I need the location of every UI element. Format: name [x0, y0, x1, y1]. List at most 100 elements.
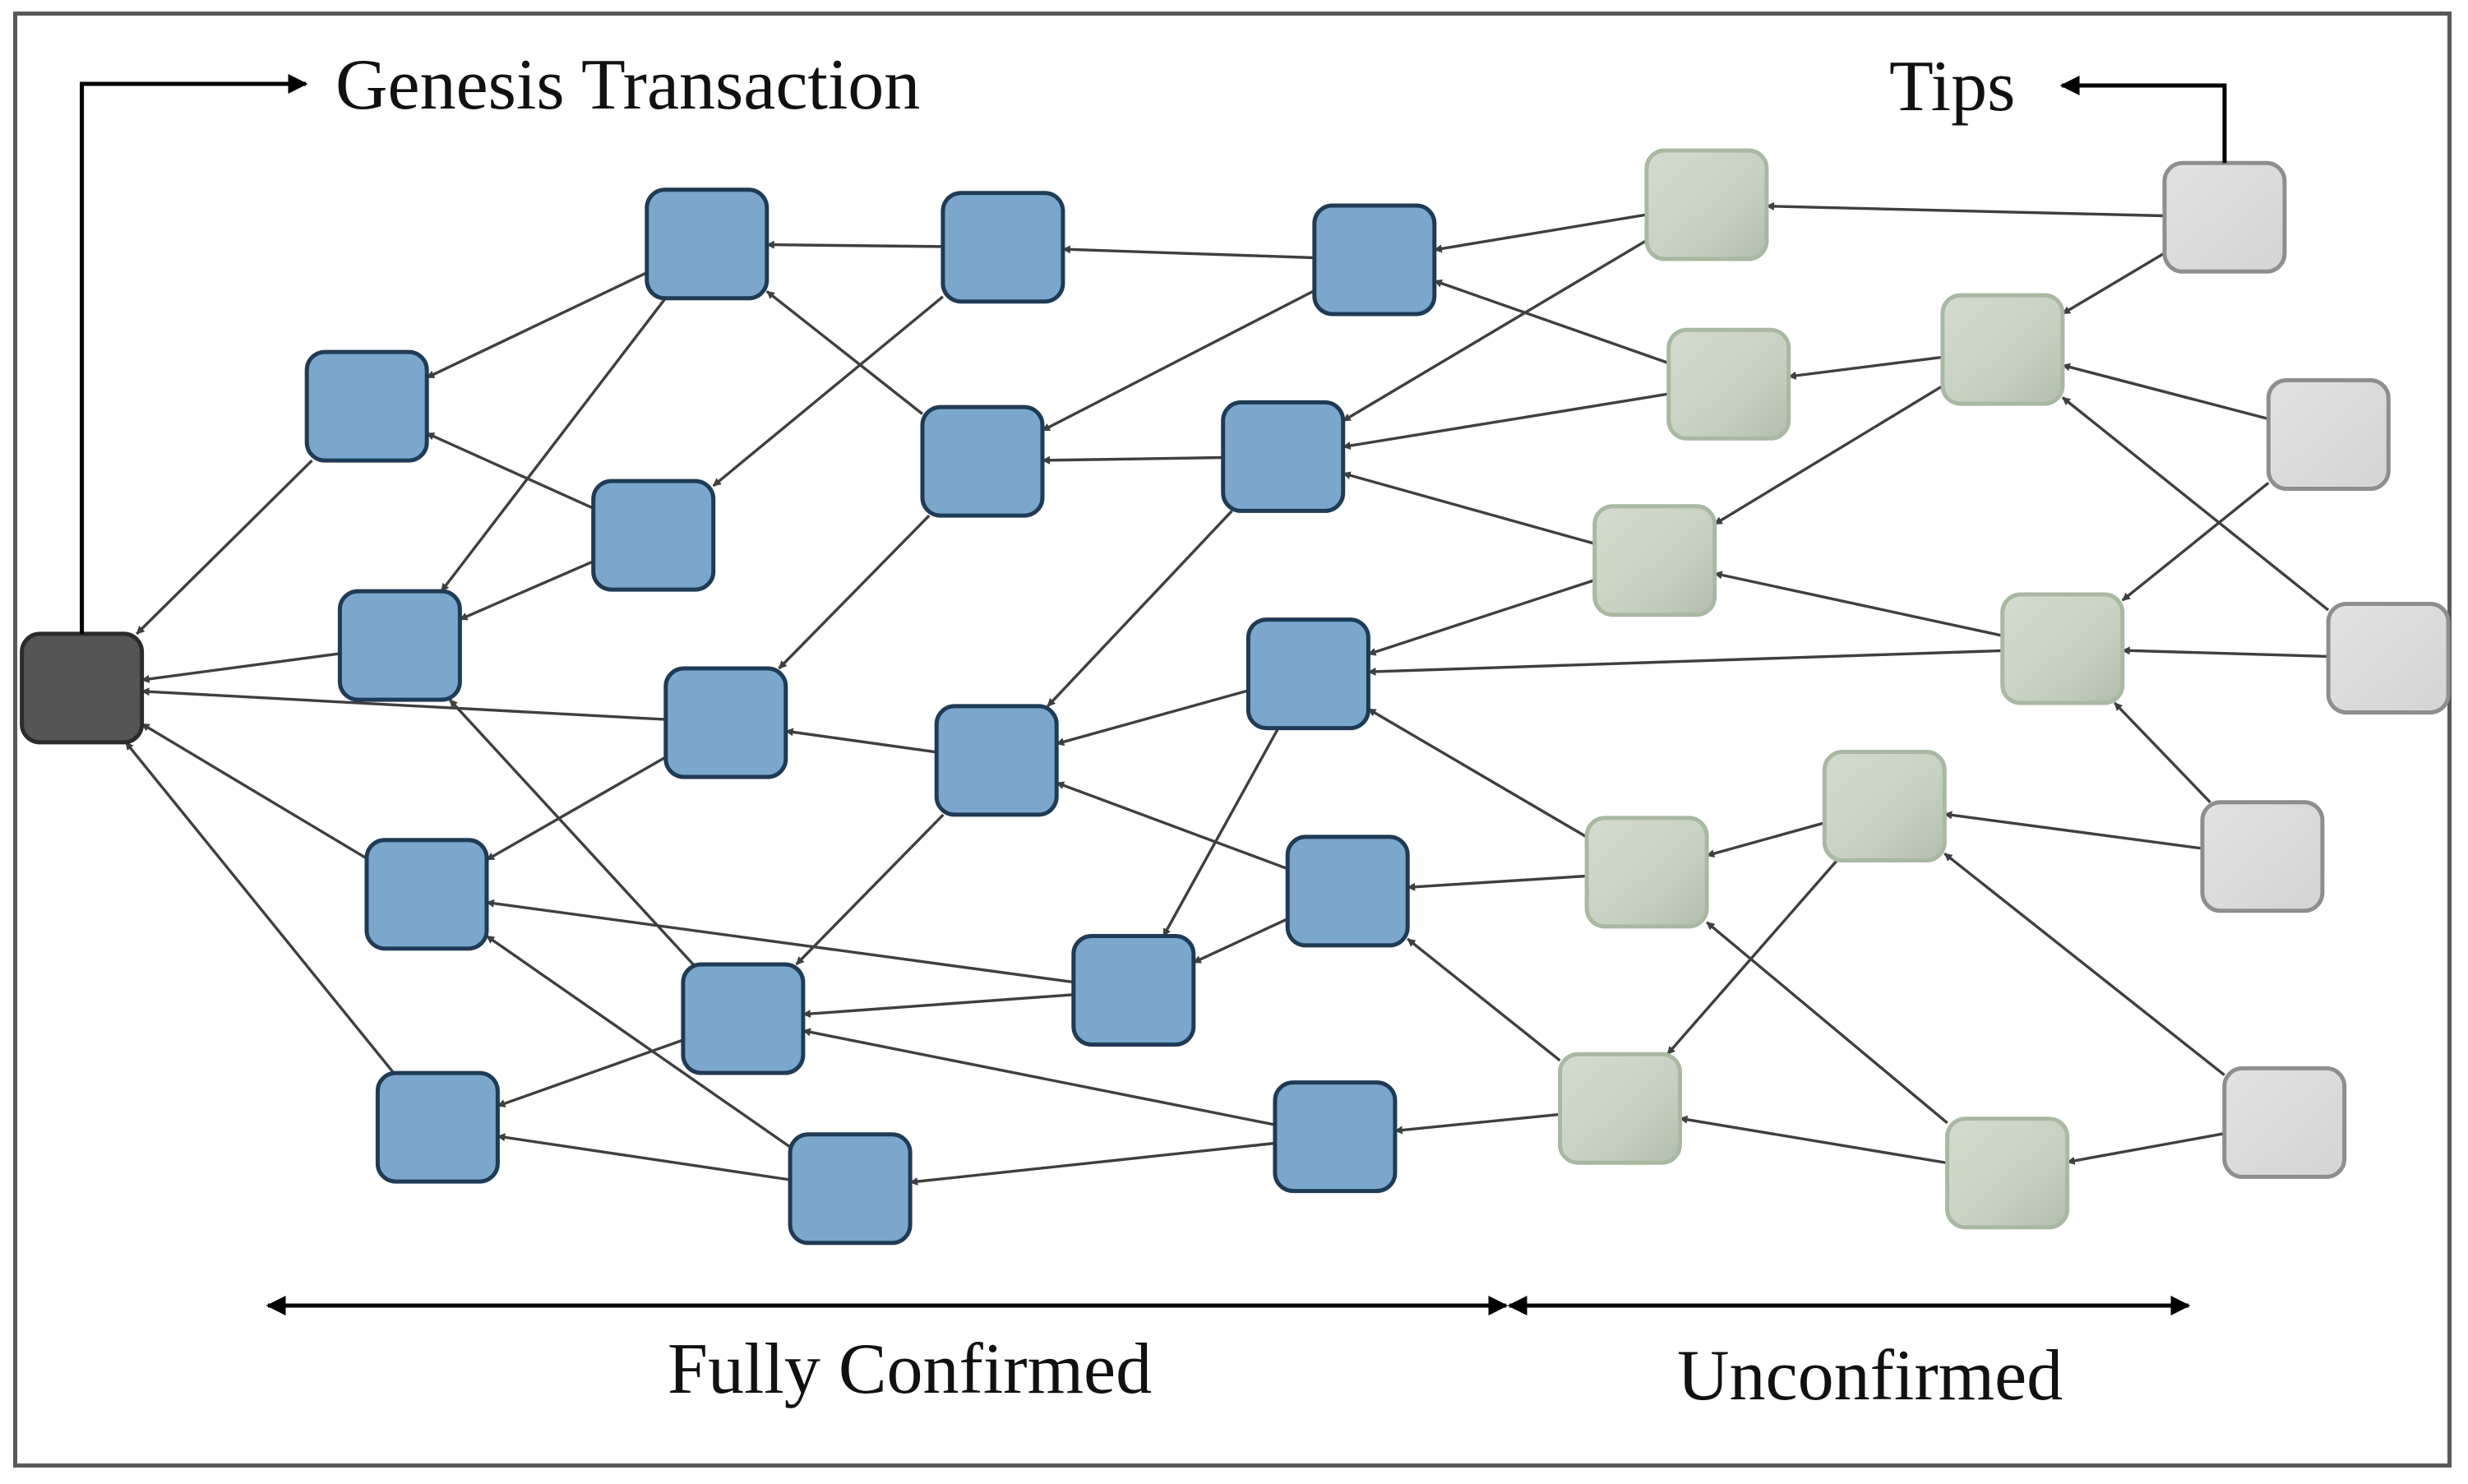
approval-edge-B4-to-g0: [124, 741, 395, 1075]
approval-edge-B16-to-B13: [1162, 727, 1280, 937]
unconfirmed-node: [1666, 327, 1791, 441]
approval-edge-B12-to-B7: [784, 728, 937, 754]
confirmed-node: [920, 405, 1045, 518]
approval-edge-B8-to-B4: [497, 1038, 684, 1107]
approval-edge-B3-to-g0: [141, 723, 367, 860]
approval-edge-B18-to-B8: [802, 1028, 1276, 1126]
approval-edge-B2-to-g0: [141, 652, 340, 683]
unconfirmed-node: [1558, 1052, 1682, 1165]
approval-edge-B17-to-B13: [1192, 918, 1288, 964]
approval-edge-B10-to-B6: [765, 290, 924, 415]
confirmed-node: [788, 1132, 913, 1246]
approval-edge-B18-to-B9: [909, 1141, 1276, 1186]
tip-node: [2162, 160, 2287, 274]
approval-edge-G4-to-B14: [1342, 471, 1596, 545]
confirmed-node: [663, 666, 788, 779]
approval-edge-B10-to-B7: [778, 514, 931, 670]
confirmed-node: [1221, 400, 1346, 513]
approval-edge-T4-to-G6: [1943, 811, 2203, 850]
confirmed-node: [375, 1070, 500, 1184]
approval-edge-T5-to-G9: [2066, 1132, 2225, 1165]
approval-edge-B8-to-B2: [448, 698, 695, 966]
unconfirmed-node: [1644, 148, 1769, 261]
approval-edge-B7-to-g0: [141, 687, 666, 721]
approval-edge-G1-to-B15: [1433, 213, 1648, 253]
unconfirmed-label: Unconfirmed: [1677, 1336, 2064, 1416]
approval-edge-G9-to-G8: [1679, 1115, 1948, 1165]
tip-node: [2200, 800, 2325, 913]
confirmed-node: [941, 191, 1065, 304]
annotation-layer: [80, 74, 2227, 1315]
tip-node: [2222, 1066, 2347, 1179]
tip-node: [2326, 602, 2451, 714]
fully-confirmed-label: Fully Confirmed: [668, 1329, 1153, 1409]
confirmed-node: [1312, 203, 1437, 317]
unconfirmed-node: [1584, 816, 1709, 929]
approval-edge-G4-to-B16: [1367, 578, 1596, 656]
approval-edge-G5-to-B16: [1367, 649, 2003, 676]
edge-layer: [124, 201, 2330, 1186]
approval-edge-G8-to-B18: [1393, 1112, 1560, 1135]
approval-edge-B11-to-B6: [765, 240, 943, 249]
approval-edge-B14-to-B10: [1042, 455, 1223, 465]
approval-edge-B6-to-B1: [426, 271, 648, 379]
approval-edge-G7-to-B16: [1367, 707, 1588, 839]
confirmed-node: [591, 478, 716, 592]
tips-pointer-arrow: [2059, 76, 2227, 164]
confirmed-node: [934, 704, 1059, 817]
approval-edge-T1-to-G1: [1765, 201, 2165, 218]
approval-edge-G6-to-G7: [1706, 821, 1825, 858]
approval-edge-T1-to-G3: [2062, 252, 2165, 316]
confirmed-node: [304, 349, 429, 463]
genesis-node: [20, 631, 145, 745]
approval-edge-T3-to-G3: [2061, 396, 2330, 612]
approval-edge-B16-to-B12: [1056, 689, 1249, 747]
genesis-transaction-label: Genesis Transaction: [335, 45, 921, 125]
confirmed-node: [681, 962, 806, 1075]
unconfirmed-node: [1592, 504, 1717, 617]
genesis-pointer-arrow: [80, 74, 308, 634]
confirmed-node: [1071, 934, 1196, 1047]
approval-edge-B7-to-B3: [486, 756, 667, 862]
approval-edge-G5-to-G4: [1713, 571, 2004, 637]
unconfirmed-node: [1822, 750, 1947, 862]
unconfirmed-node: [2000, 592, 2125, 705]
approval-edge-B11-to-B5: [712, 295, 944, 488]
approval-edge-B15-to-B10: [1042, 289, 1315, 432]
confirmed-node: [1246, 617, 1370, 731]
approval-edge-G8-to-B17: [1407, 937, 1561, 1062]
confirmed-node: [337, 589, 462, 702]
approval-edge-B9-to-B4: [497, 1133, 791, 1181]
approval-edge-B14-to-B12: [1047, 510, 1233, 708]
approval-edge-G3-to-G4: [1713, 384, 1943, 525]
tips-label: Tips: [1889, 47, 2016, 127]
confirmed-node: [645, 187, 770, 301]
approval-edge-B12-to-B8: [795, 813, 945, 966]
approval-edge-B13-to-B3: [486, 899, 1075, 984]
unconfirmed-node: [1940, 293, 2065, 406]
approval-edge-B17-to-B12: [1056, 781, 1288, 871]
approval-edge-T2-to-G5: [2121, 481, 2270, 602]
approval-edge-B6-to-B2: [440, 297, 667, 593]
node-layer: [20, 148, 2451, 1246]
approval-edge-T2-to-G3: [2061, 363, 2269, 421]
approval-edge-G2-to-B14: [1342, 392, 1669, 450]
tip-node: [2266, 378, 2391, 491]
confirmed-node: [364, 838, 489, 951]
approval-edge-T4-to-G5: [2113, 701, 2211, 803]
approval-edge-B5-to-B1: [426, 432, 594, 510]
approval-edge-B15-to-B11: [1061, 245, 1315, 260]
approval-edge-G7-to-B17: [1407, 874, 1588, 891]
approval-edge-T5-to-G6: [1943, 852, 2225, 1076]
approval-edge-G9-to-G7: [1706, 921, 1948, 1125]
approval-edge-B5-to-B2: [459, 560, 594, 621]
approval-edge-B1-to-g0: [136, 459, 313, 636]
confirmed-node: [1273, 1080, 1398, 1194]
approval-edge-T3-to-G5: [2121, 646, 2329, 659]
approval-edge-B13-to-B8: [802, 993, 1074, 1019]
approval-edge-G1-to-B14: [1342, 238, 1648, 423]
confirmed-node: [1285, 834, 1410, 948]
approval-edge-B9-to-B3: [486, 935, 792, 1149]
approval-edge-G3-to-G2: [1787, 355, 1943, 380]
